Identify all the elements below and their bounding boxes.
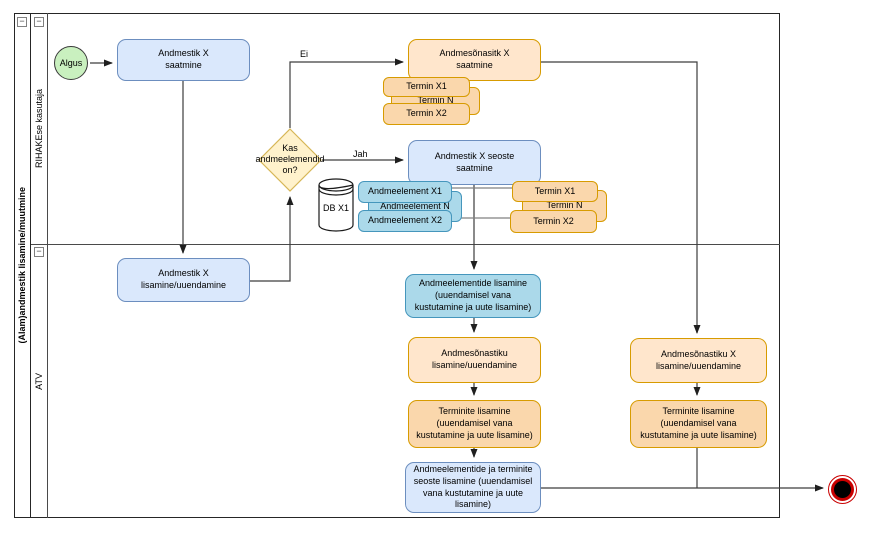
end-event[interactable] — [828, 475, 857, 504]
chip-andmeelement-x1[interactable]: Andmeelement X1 — [358, 181, 452, 203]
gateway-kas-andmeelemendid[interactable] — [258, 128, 322, 192]
task-andmesonastiku-x-lisamine[interactable]: Andmesõnastiku X lisamine/uuendamine — [630, 338, 767, 383]
task-andmestik-x-saatmine[interactable]: Andmestik X saatmine — [117, 39, 250, 81]
task-andmeelementide-lisamine[interactable]: Andmeelementide lisamine (uuendamisel va… — [405, 274, 541, 318]
chip-andmeelement-x2[interactable]: Andmeelement X2 — [358, 210, 452, 232]
task-andmestik-x-seoste-saatmine[interactable]: Andmestik X seoste saatmine — [408, 140, 541, 185]
gateway-label: Kas andmeelemendid on? — [255, 143, 325, 175]
task-seoste-lisamine[interactable]: Andmeelementide ja terminite seoste lisa… — [405, 462, 541, 513]
pool-title-strip: (Alam)andmestik lisamine/muutmine — [14, 13, 31, 518]
datastore-label: DB X1 — [322, 203, 349, 213]
pool-border — [14, 13, 780, 518]
edge-label-jah: Jah — [352, 149, 369, 159]
start-event[interactable]: Algus — [54, 46, 88, 80]
datastore-db-x1[interactable] — [318, 178, 354, 232]
chip-termin-x1-top[interactable]: Termin X1 — [383, 77, 470, 97]
end-event-inner-circle — [831, 478, 854, 501]
database-cylinder-icon — [318, 178, 354, 232]
lane-divider — [31, 244, 780, 245]
task-terminite-lisamine-mid[interactable]: Terminite lisamine (uuendamisel vana kus… — [408, 400, 541, 448]
pool-collapse-icon[interactable]: − — [17, 17, 27, 27]
task-andmestik-x-lisamine[interactable]: Andmestik X lisamine/uuendamine — [117, 258, 250, 302]
diamond-shape-icon — [258, 128, 322, 192]
lane-rihake-collapse-icon[interactable]: − — [34, 17, 44, 27]
lane-title-rihake: RIHAKEse kasutaja — [34, 89, 44, 169]
task-andmesonastiku-lisamine[interactable]: Andmesõnastiku lisamine/uuendamine — [408, 337, 541, 383]
task-terminite-lisamine-right[interactable]: Terminite lisamine (uuendamisel vana kus… — [630, 400, 767, 448]
chip-termin-x2-mid[interactable]: Termin X2 — [510, 210, 597, 233]
task-andmesonasitk-x-saatmine[interactable]: Andmesõnasitk X saatmine — [408, 39, 541, 81]
lane-title-strip-rihake: RIHAKEse kasutaja — [31, 13, 48, 245]
lane-atv-collapse-icon[interactable]: − — [34, 247, 44, 257]
lane-title-atv: ATV — [34, 373, 44, 390]
chip-termin-x2-top[interactable]: Termin X2 — [383, 103, 470, 125]
pool-title: (Alam)andmestik lisamine/muutmine — [17, 187, 27, 344]
lane-title-strip-atv: ATV — [31, 245, 48, 518]
start-event-label: Algus — [59, 58, 83, 68]
edge-label-ei: Ei — [299, 49, 310, 59]
chip-termin-x1-mid[interactable]: Termin X1 — [512, 181, 598, 202]
